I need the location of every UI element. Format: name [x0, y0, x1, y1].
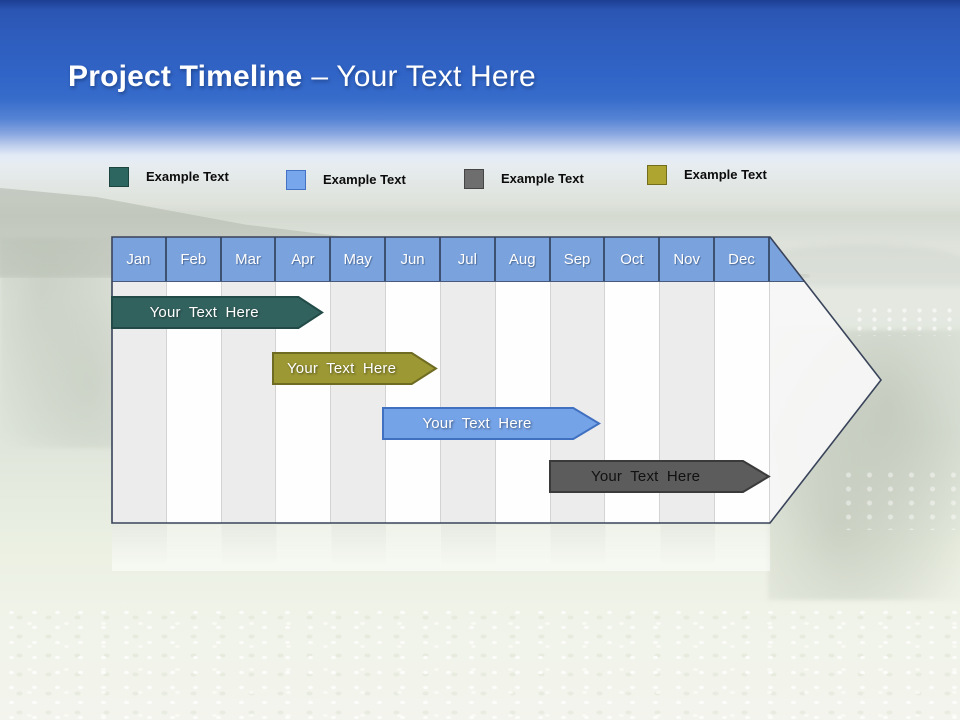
title-suffix: – Your Text Here	[311, 60, 536, 93]
slide-title: Project Timeline– Your Text Here	[68, 60, 536, 94]
legend-item: Example Text	[109, 167, 229, 187]
legend-item: Example Text	[464, 169, 584, 189]
title-bold: Project Timeline	[68, 60, 303, 93]
legend-label: Example Text	[323, 172, 406, 187]
month-cell: Feb	[167, 237, 222, 281]
month-cell: Dec	[715, 237, 770, 281]
timeline-bar-label: Your Text Here	[591, 468, 701, 485]
month-cell: Mar	[222, 237, 277, 281]
title-banner: Project Timeline– Your Text Here	[0, 0, 960, 165]
month-cell: Nov	[660, 237, 716, 281]
legend-item: Example Text	[286, 170, 406, 190]
month-cell: May	[331, 237, 387, 281]
timeline-bar-shape	[381, 407, 601, 440]
timeline-bar-shape	[549, 460, 771, 493]
legend-swatch	[464, 169, 484, 189]
legend-item: Example Text	[647, 165, 767, 185]
legend-swatch	[286, 170, 306, 190]
timeline-bar-label: Your Text Here	[422, 415, 532, 432]
timeline-bar-label: Your Text Here	[149, 304, 259, 321]
timeline-reflection	[112, 525, 770, 571]
month-cell: Jul	[441, 237, 496, 281]
timeline-bar-label: Your Text Here	[286, 360, 397, 377]
legend: Example Text Example Text Example Text E…	[0, 165, 960, 195]
timeline-bar-shape	[272, 352, 439, 385]
timeline-bar: Your Text Here	[272, 352, 439, 385]
legend-label: Example Text	[146, 169, 229, 184]
month-cell: Apr	[276, 237, 332, 281]
month-cell: Aug	[496, 237, 551, 281]
timeline-bar: Your Text Here	[549, 460, 771, 493]
month-cell: Oct	[605, 237, 661, 281]
month-cell: Sep	[551, 237, 606, 281]
timeline-bar-shape	[111, 296, 324, 329]
timeline-month-header: Jan Feb Mar Apr May Jun Jul Aug Sep Oct …	[112, 237, 881, 282]
legend-swatch	[647, 165, 667, 185]
legend-label: Example Text	[501, 171, 584, 186]
timeline-bar: Your Text Here	[381, 407, 601, 440]
legend-label: Example Text	[684, 167, 767, 182]
month-cell: Jun	[386, 237, 441, 281]
month-cell: Jan	[112, 237, 167, 281]
timeline-bar: Your Text Here	[111, 296, 324, 329]
legend-swatch	[109, 167, 129, 187]
